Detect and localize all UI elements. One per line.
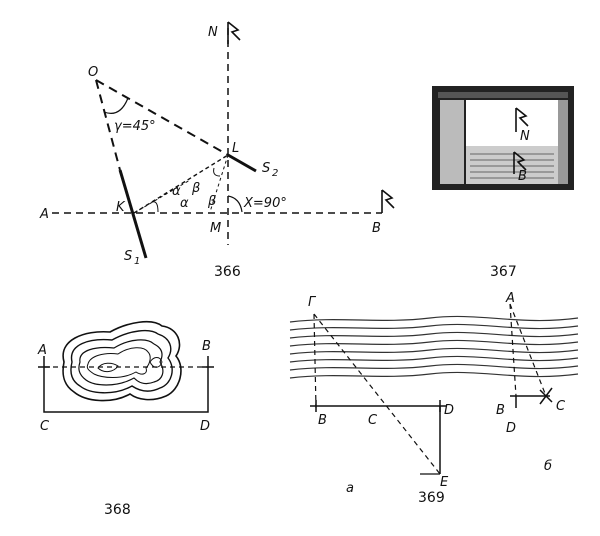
label-368-c: C — [40, 419, 50, 434]
water-lines — [470, 153, 554, 179]
right-angle-arc — [227, 195, 243, 213]
figure-368: A B C D 368 — [37, 320, 214, 518]
line-o-l — [95, 79, 229, 156]
line-369-g-b — [313, 313, 317, 409]
figure-366: N O L S 2 A K M B S 1 γ=45° X=90° α β α … — [39, 21, 395, 280]
inner-top — [466, 100, 558, 146]
label-369-a-e: E — [440, 475, 449, 490]
label-alpha-1: α — [172, 184, 181, 199]
flag-n-icon — [515, 107, 529, 132]
right-panel — [558, 100, 568, 184]
caption-368: 368 — [104, 502, 131, 518]
north-flag-icon — [227, 21, 241, 44]
label-k: K — [116, 200, 126, 215]
label-l: L — [232, 141, 239, 156]
label-368-b: B — [202, 339, 211, 354]
label-369-b-a: A — [505, 291, 515, 306]
label-alpha-2: α — [180, 196, 189, 211]
label-a: A — [39, 207, 49, 222]
lake-island-1 — [97, 362, 119, 373]
angle-arc-k — [151, 201, 159, 213]
caption-367: 367 — [490, 264, 517, 280]
flag-b-icon — [513, 151, 527, 174]
b-flag-icon — [381, 189, 395, 213]
angle-arc-l — [213, 167, 221, 177]
label-369-part-b: б — [544, 459, 552, 474]
line-o-k — [95, 79, 121, 171]
label-369-a-d: D — [444, 403, 454, 418]
left-panel — [440, 100, 464, 184]
label-m: M — [210, 221, 221, 236]
label-369-a-c: C — [368, 413, 378, 428]
label-368-a: A — [37, 343, 47, 358]
label-b: B — [372, 221, 381, 236]
label-n: N — [208, 25, 218, 40]
lake-contour-3 — [78, 339, 164, 386]
lake-contour-1 — [62, 320, 182, 402]
label-367-n: N — [520, 129, 530, 144]
lake-contour-2 — [70, 329, 173, 394]
line-k-s1 — [118, 169, 148, 259]
line-369-b-ac — [509, 303, 547, 397]
ray-2 — [209, 154, 229, 213]
river — [289, 315, 579, 379]
label-369-a-b: B — [318, 413, 327, 428]
line-369-g-e — [313, 313, 441, 475]
label-367-b: B — [518, 169, 527, 184]
label-beta-1: β — [191, 181, 200, 196]
line-k-l — [133, 154, 229, 214]
caption-369: 369 — [418, 490, 445, 506]
line-369-b-ab — [509, 303, 517, 397]
label-369-b-c: C — [556, 399, 566, 414]
figure-369: Г B C D E а A B C D б 369 — [289, 291, 579, 506]
label-s1: S — [124, 249, 132, 264]
top-strip — [438, 92, 568, 98]
label-369-part-a: а — [346, 481, 354, 496]
lake-contour-4 — [86, 347, 151, 378]
label-s2-sub: 2 — [272, 168, 278, 179]
offset-rectangle — [43, 356, 209, 413]
label-gamma: γ=45° — [114, 119, 156, 134]
line-l-s2 — [227, 153, 257, 173]
caption-366: 366 — [214, 264, 241, 280]
label-x-angle: X=90° — [243, 196, 287, 211]
cross-369-c — [539, 387, 553, 405]
label-o: O — [88, 65, 98, 80]
label-369-b-b: B — [496, 403, 505, 418]
label-beta-2: β — [207, 194, 216, 209]
ray-1 — [133, 179, 191, 214]
label-s2: S — [262, 161, 270, 176]
label-369-g: Г — [308, 295, 317, 310]
gamma-arc — [103, 97, 129, 114]
label-368-d: D — [200, 419, 210, 434]
label-s1-sub: 1 — [134, 256, 140, 267]
figure-367: N B 367 — [432, 86, 574, 280]
label-369-b-d: D — [506, 421, 516, 436]
